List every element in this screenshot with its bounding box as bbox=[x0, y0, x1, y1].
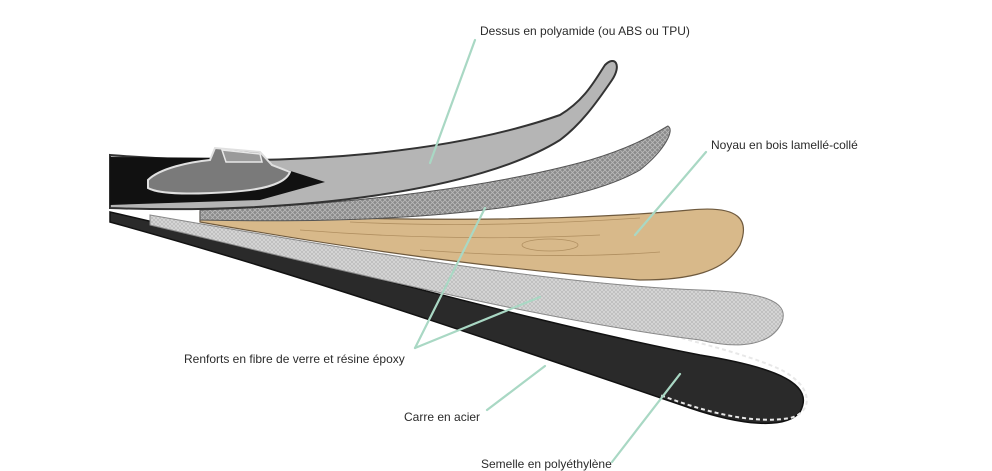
label-wood-core: Noyau en bois lamellé-collé bbox=[711, 138, 858, 152]
base-layer bbox=[109, 211, 805, 425]
label-steel-edge: Carre en acier bbox=[404, 410, 481, 424]
wood-core-layer bbox=[199, 208, 745, 281]
leader-base bbox=[610, 372, 682, 464]
fiberglass-upper-layer bbox=[199, 125, 671, 222]
label-base: Semelle en polyéthylène bbox=[481, 457, 612, 471]
leader-edge bbox=[485, 364, 547, 412]
leader-fiber-2 bbox=[413, 295, 542, 350]
fiberglass-lower-layer bbox=[149, 214, 784, 346]
label-fiberglass: Renforts en fibre de verre et résine épo… bbox=[184, 352, 405, 366]
leader-top bbox=[428, 38, 477, 165]
label-top-sheet: Dessus en polyamide (ou ABS ou TPU) bbox=[480, 24, 690, 38]
leader-core bbox=[633, 150, 708, 237]
leader-fiber-1 bbox=[413, 206, 487, 350]
